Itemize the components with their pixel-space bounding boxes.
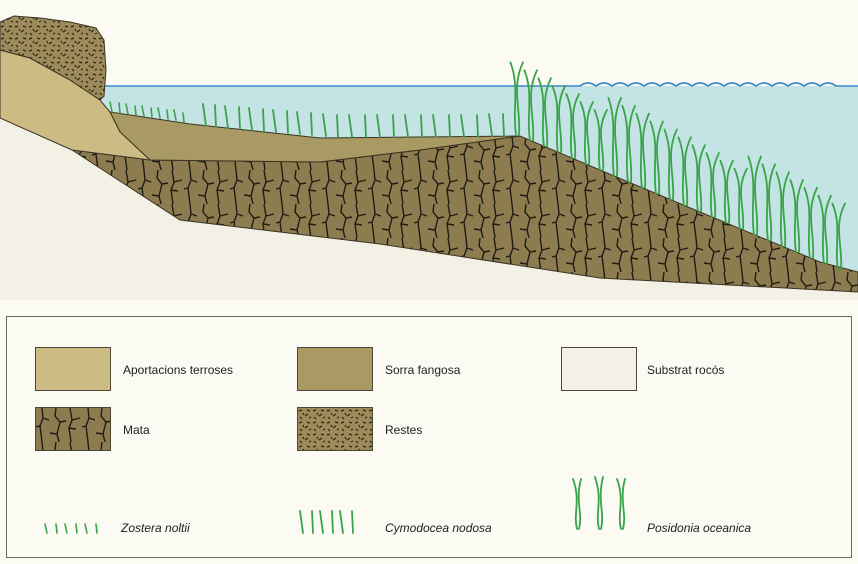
restes-area — [0, 15, 107, 101]
posidonia-blade — [565, 93, 573, 159]
posidonia-blade — [607, 96, 615, 177]
posidonia-blade — [656, 120, 664, 195]
posidonia-blade — [803, 186, 811, 259]
posidonia-blade — [754, 155, 762, 236]
legend-label-zostera-noltii: Zostera noltii — [121, 521, 190, 535]
water-surface-line — [96, 82, 858, 87]
posidonia-blade — [698, 144, 706, 213]
posidonia-blade — [509, 61, 517, 136]
posidonia-blade — [523, 69, 531, 142]
legend-label-cymodocea-nodosa: Cymodocea nodosa — [385, 521, 492, 535]
posidonia-blade — [586, 101, 594, 165]
posidonia-blade — [516, 61, 524, 136]
posidonia-blade — [649, 120, 657, 195]
posidonia-blade — [670, 128, 678, 201]
legend-label-substrat-rocos: Substrat rocós — [647, 363, 725, 377]
posidonia-blade — [796, 179, 804, 253]
posidonia-blade — [726, 159, 734, 224]
posidonia-blade — [628, 104, 636, 183]
posidonia-blade — [544, 77, 552, 148]
cymodocea-nodosa-icon — [299, 510, 354, 534]
posidonia-oceanica-meadow — [509, 61, 846, 271]
swatch-mata — [35, 407, 111, 451]
posidonia-blade — [684, 136, 692, 207]
zostera-noltii-meadow — [109, 101, 185, 123]
posidonia-blade — [600, 109, 608, 171]
posidonia-blade — [579, 101, 587, 165]
swatch-substrat-rocos — [561, 347, 637, 391]
posidonia-blade — [810, 186, 818, 259]
seabed-cross-section — [0, 15, 858, 300]
posidonia-blade — [530, 69, 538, 142]
posidonia-blade — [719, 159, 727, 224]
posidonia-blade — [824, 194, 832, 265]
posidonia-blade — [537, 77, 545, 148]
substrat-rocos-area — [0, 118, 858, 300]
posidonia-blade — [614, 96, 622, 177]
posidonia-blade — [782, 171, 790, 248]
posidonia-blade — [691, 144, 699, 213]
posidonia-blade — [789, 179, 797, 253]
sea-water — [96, 86, 858, 272]
posidonia-blade — [663, 128, 671, 201]
swatch-restes — [297, 407, 373, 451]
legend-label-posidonia-oceanica: Posidonia oceanica — [647, 521, 752, 535]
swatch-sorra-fangosa — [297, 347, 373, 391]
posidonia-blade — [621, 104, 629, 183]
posidonia-blade — [705, 152, 713, 218]
posidonia-blade — [775, 171, 783, 248]
legend-label-restes: Restes — [385, 423, 423, 437]
posidonia-blade — [572, 93, 580, 159]
posidonia-blade — [831, 202, 839, 271]
posidonia-blade — [768, 163, 776, 242]
posidonia-blade — [712, 152, 720, 218]
swatch-aportacions-terroses — [35, 347, 111, 391]
posidonia-blade — [551, 85, 559, 154]
legend-box: Aportacions terroses Sorra fangosa Subst… — [6, 316, 852, 558]
legend-label-mata: Mata — [123, 423, 150, 437]
posidonia-blade — [747, 155, 755, 236]
cymodocea-nodosa-meadow — [202, 103, 505, 138]
posidonia-blade — [677, 136, 685, 207]
posidonia-blade — [558, 85, 566, 154]
posidonia-blade — [838, 202, 846, 271]
legend-label-aportacions-terroses: Aportacions terroses — [123, 363, 234, 377]
posidonia-oceanica-icon — [572, 476, 626, 530]
posidonia-blade — [642, 112, 650, 189]
posidonia-blade — [761, 163, 769, 242]
zostera-noltii-icon — [44, 523, 98, 534]
posidonia-blade — [593, 109, 601, 171]
posidonia-blade — [635, 112, 643, 189]
posidonia-blade — [740, 167, 748, 230]
legend-label-sorra-fangosa: Sorra fangosa — [385, 363, 461, 377]
posidonia-blade — [733, 167, 741, 230]
posidonia-blade — [817, 194, 825, 265]
